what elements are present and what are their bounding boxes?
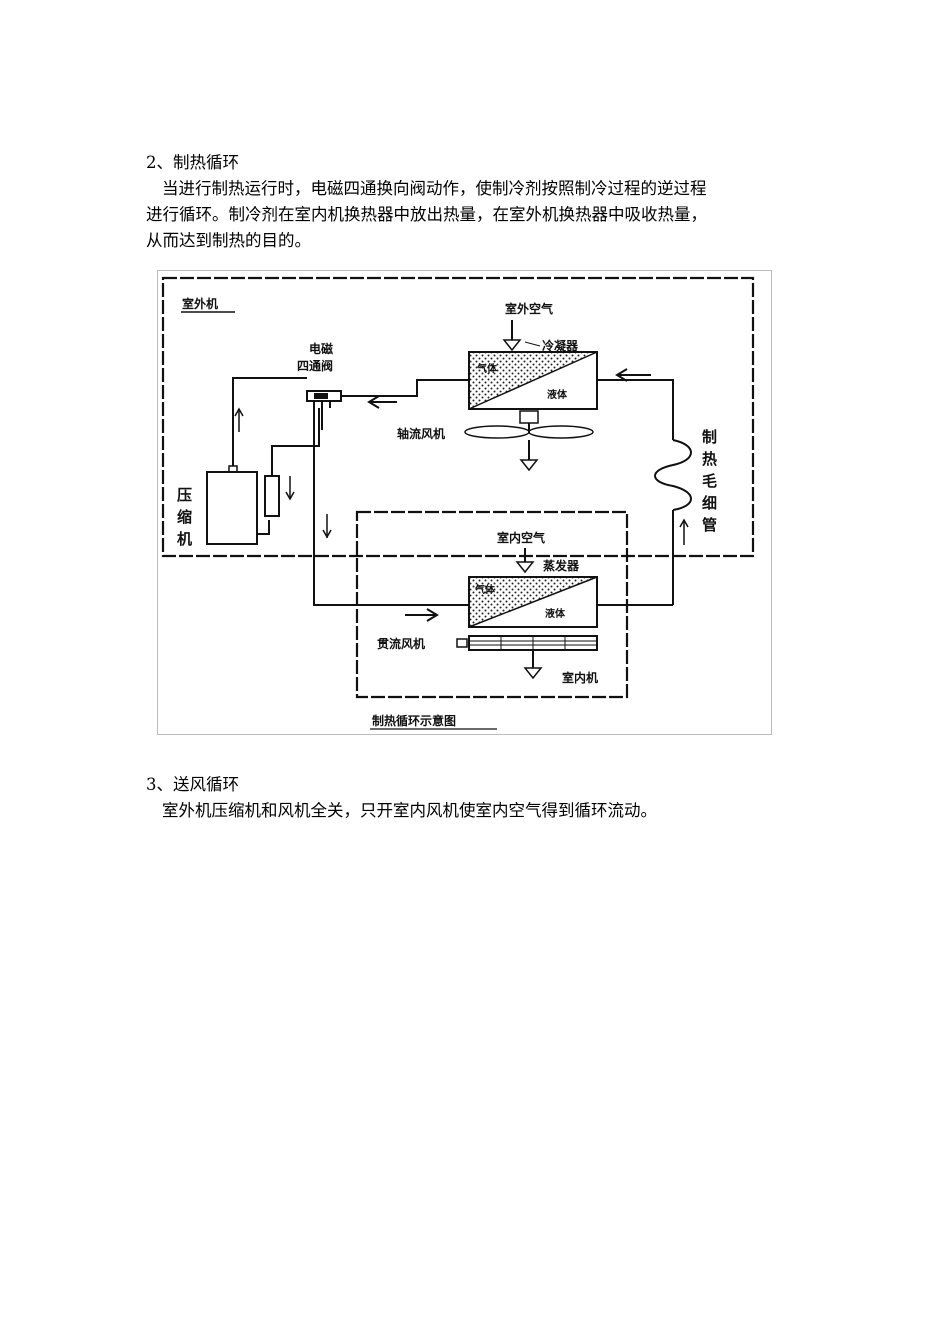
capillary-label-2: 热 [702,450,717,468]
indoor-liquid-label: 液体 [545,607,566,620]
outdoor-exhaust-arrow-icon [519,459,539,472]
indoor-air-arrow-icon [515,561,535,574]
indoor-air-label: 室内空气 [497,530,545,545]
section-2-line-1: 当进行制热运行时，电磁四通换向阀动作，使制冷剂按照制冷过程的逆过程 [162,179,707,198]
to-indoor-hx-arrow-icon [426,608,439,622]
capillary-label-5: 管 [702,516,717,534]
valve-label-1: 电磁 [309,341,333,356]
flow-arrow-outdoor-icon [615,368,628,382]
crossflow-fan-label: 贯流风机 [377,636,425,651]
section-3-paragraph: 室外机压缩机和风机全关，只开室内风机使室内空气得到循环流动。 [162,801,657,820]
capillary-label-4: 细 [702,494,717,512]
outdoor-unit-box [161,276,755,558]
outdoor-unit-label: 室外机 [182,296,218,311]
compressor-icon [206,471,258,545]
capillary-flow-arrow-icon [679,518,689,528]
outdoor-gas-label: 气体 [476,362,498,375]
section-2-line-3: 从而达到制热的目的。 [146,231,311,250]
indoor-heat-exchanger: 气体 液体 [468,576,598,628]
valve-label-2: 四通阀 [297,358,333,373]
section-2-line-2: 进行循环。制冷剂在室内机换热器中放出热量，在室外机换热器中吸收热量， [146,205,707,224]
figure-frame [157,270,772,735]
indoor-supply-arrow-icon [523,667,543,680]
outdoor-liquid-label: 液体 [547,388,568,401]
compressor-label-3: 机 [177,530,192,548]
compressor-label-2: 缩 [177,508,192,526]
heating-cycle-diagram: 室外机 室外空气 冷凝器 气体 液体 轴流风机 电磁 四通阀 [157,270,772,735]
to-indoor-arrow-icon [322,529,332,539]
diagram-caption: 制热循环示意图 [372,713,456,728]
section-2-heading: 2、制热循环 [146,153,239,172]
compressor-label-1: 压 [177,486,192,504]
evaporator-label: 冷凝器 [542,338,579,353]
discharge-arrow-icon [234,407,244,417]
outdoor-heat-exchanger: 气体 液体 [468,351,598,410]
section-3-heading: 3、送风循环 [146,775,239,794]
axial-fan-icon [464,410,594,439]
indoor-unit-label: 室内机 [562,670,598,685]
axial-fan-label: 轴流风机 [397,426,445,441]
accumulator-icon [264,475,280,517]
flow-arrow-to-valve-icon [367,395,380,409]
outdoor-air-arrow-icon [502,339,522,352]
capillary-label-3: 毛 [702,472,717,490]
indoor-gas-label: 气体 [474,583,496,596]
capillary-tube-icon [654,439,692,511]
outdoor-air-label: 室外空气 [505,301,553,316]
condenser-label: 蒸发器 [543,558,580,573]
suction-arrow-icon [285,491,295,501]
crossflow-fan-icon [456,635,598,651]
indoor-unit-box [355,510,629,699]
capillary-label-1: 制 [702,428,717,446]
